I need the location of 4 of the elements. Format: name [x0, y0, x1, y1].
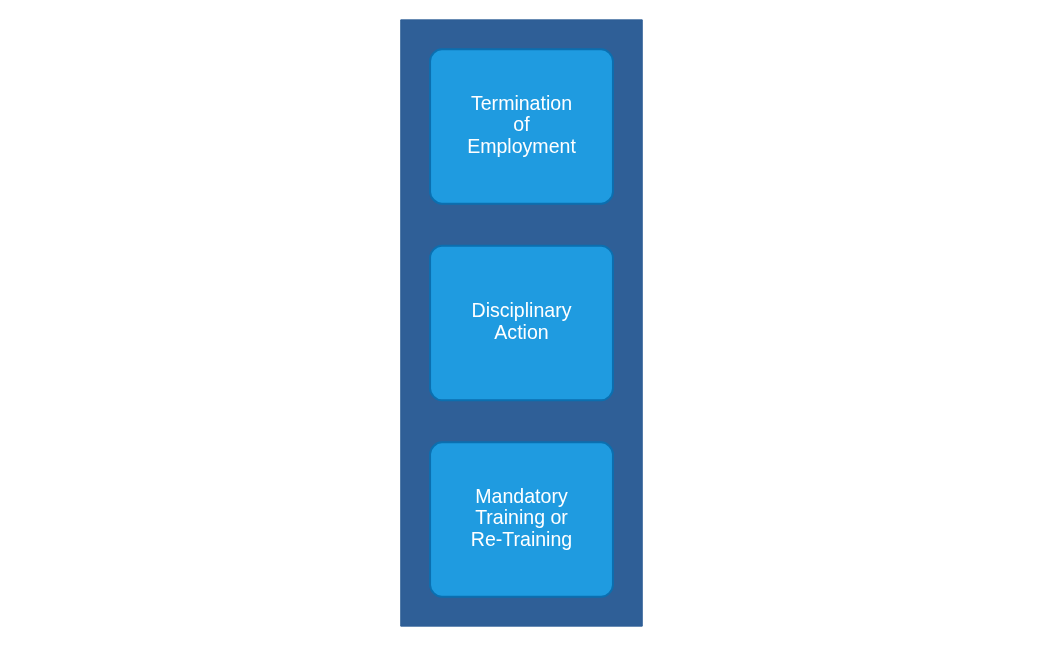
cluster — [400, 19, 643, 627]
node-box: Mandatory Training or Re-Training — [429, 441, 614, 598]
node-box: Disciplinary Action — [429, 244, 614, 402]
node-box: Termination of Employment — [429, 48, 614, 205]
